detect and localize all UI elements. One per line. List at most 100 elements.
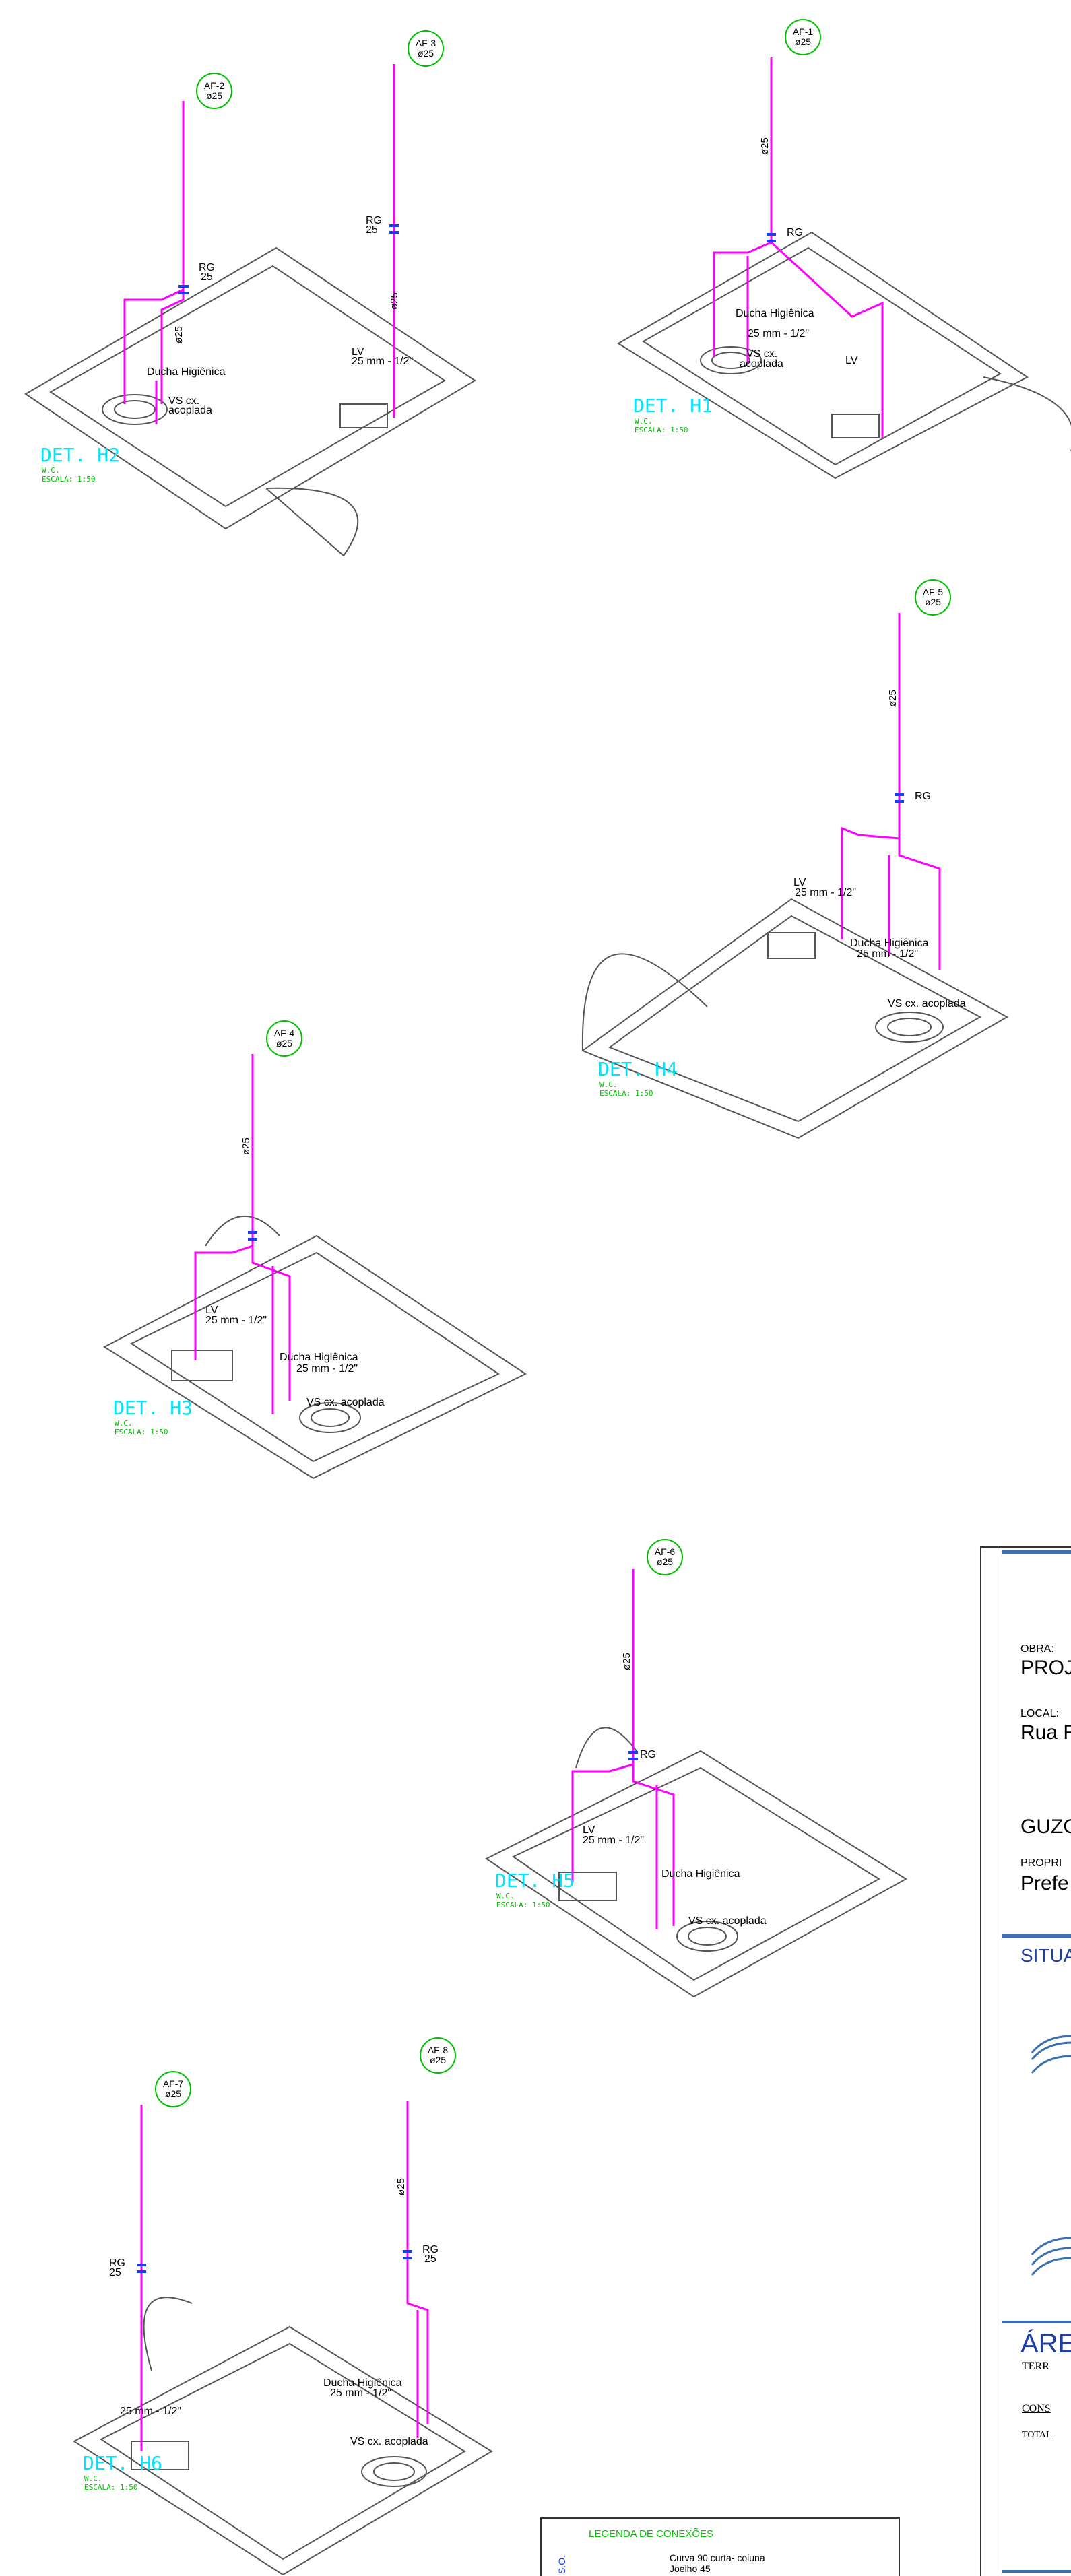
lv-label-h2: LV [352, 346, 364, 358]
detail-h3 [102, 1215, 527, 1480]
det-title-h3: DET. H3 [113, 1397, 193, 1419]
pipes-h3 [194, 1054, 291, 1414]
legend-title: LEGENDA DE CONEXÕES [589, 2528, 714, 2540]
tag-af3-dia: ø25 [418, 48, 434, 59]
detail-h5 [485, 1727, 907, 1998]
rg-label-h1: RG [787, 227, 803, 238]
det-scale-h1: ESCALA: 1:50 [635, 426, 688, 434]
valves-h6 [137, 2250, 412, 2273]
pipes-h2 [123, 64, 395, 424]
area-total: TOTAL [1022, 2430, 1052, 2440]
local-label: LOCAL: [1020, 1708, 1059, 1719]
valves-h3 [248, 1231, 257, 1241]
rg-label-h5: RG [640, 1749, 656, 1760]
ducha-label-h5: Ducha Higiênica [661, 1868, 740, 1880]
lv-label-h5: LV [583, 1824, 595, 1836]
tag-af7-name: AF-7 [163, 2078, 184, 2089]
tag-af3-name: AF-3 [416, 38, 436, 48]
legend-item-2: Joelho 45 [670, 2563, 711, 2574]
rg-dia-h2b: 25 [366, 224, 378, 236]
title-block: OBRA: PROJ LOCAL: Rua R GUZO PROPRI Pref… [980, 1546, 1071, 2576]
ducha-label-h2: Ducha Higiênica [147, 366, 226, 378]
dia-label-1: ø25 [389, 292, 400, 310]
ducha-size-h6: 25 mm - 1/2" [330, 2387, 391, 2399]
rg-label-h4: RG [915, 791, 931, 802]
detail-h1 [617, 231, 1071, 480]
prop-label: PROPRI [1020, 1857, 1062, 1869]
vs2-label-h2: acoplada [168, 405, 212, 416]
dia-label-3: ø25 [759, 137, 771, 155]
rg-dia-h6b: 25 [424, 2253, 436, 2265]
det-title-h6: DET. H6 [83, 2452, 162, 2474]
det-title-h4: DET. H4 [598, 1058, 678, 1080]
tag-af2-name: AF-2 [204, 80, 225, 91]
lv-size-h2: 25 mm - 1/2" [352, 356, 413, 367]
det-scale-h5: ESCALA: 1:50 [496, 1901, 550, 1909]
det-scale-h2: ESCALA: 1:50 [42, 475, 95, 484]
rg-label-h2: RG [199, 262, 215, 273]
valves-h2 [178, 224, 399, 294]
title-block-inner [1002, 1548, 1071, 2576]
ducha-size-h1: 25 mm - 1/2" [748, 328, 809, 339]
tag-af1-dia: ø25 [795, 36, 811, 47]
ducha-size-h4: 25 mm - 1/2" [857, 948, 918, 960]
area-cons: CONS [1022, 2403, 1051, 2414]
det-title-h1: DET. H1 [633, 395, 713, 417]
pipes-h6 [140, 2101, 429, 2451]
ducha-size-h3: 25 mm - 1/2" [296, 1363, 358, 1375]
area-title: ÁRE [1020, 2329, 1071, 2358]
tag-af1-name: AF-1 [793, 26, 814, 37]
tag-af8-dia: ø25 [430, 2055, 446, 2066]
det-scale-h3: ESCALA: 1:50 [115, 1428, 168, 1436]
prop-value: Prefe [1020, 1872, 1069, 1894]
tag-af6-dia: ø25 [657, 1556, 673, 1567]
valves-h1 [767, 233, 776, 242]
dia-label-5: ø25 [240, 1137, 252, 1155]
det-sub-h6: W.C. [84, 2474, 102, 2483]
local-value: Rua R [1020, 1721, 1071, 1744]
situacao-curve-bottom [1031, 2237, 1071, 2276]
lv-size-h4: 25 mm - 1/2" [795, 887, 856, 898]
pipes-h5 [571, 1569, 675, 1929]
rg-label-h6: RG [109, 2257, 125, 2269]
tag-af2-dia: ø25 [206, 90, 222, 101]
title-block-bar-area [1002, 2321, 1071, 2323]
vs2-label-h1: acoplada [740, 358, 783, 370]
ducha-label-h1: Ducha Higiênica [736, 308, 814, 319]
det-title-h2: DET. H2 [40, 444, 120, 466]
situacao-curve-top [1031, 2035, 1071, 2074]
legend-item-1: Curva 90 curta- coluna [670, 2552, 765, 2563]
rg-label-h6b: RG [422, 2244, 439, 2255]
pipes-h4 [841, 613, 941, 970]
ducha-label-h4: Ducha Higiênica [850, 937, 929, 949]
det-sub-h4: W.C. [599, 1080, 618, 1089]
detail-h6 [73, 2297, 493, 2575]
valves-h5 [628, 1751, 638, 1760]
dia-label-7: ø25 [395, 2178, 407, 2195]
lv-size-h3: 25 mm - 1/2" [205, 1315, 267, 1326]
title-block-bar-bottom [1002, 2570, 1071, 2573]
situacao-title: SITUA [1020, 1945, 1071, 1966]
rg-dia-h6: 25 [109, 2267, 121, 2278]
tag-af4-dia: ø25 [276, 1038, 292, 1049]
tag-af7-dia: ø25 [165, 2088, 181, 2099]
vs-label-h4: VS cx. acoplada [888, 998, 966, 1010]
title-block-bar-mid [1002, 1934, 1071, 1938]
detail-h4 [581, 898, 1009, 1140]
vs-label-h1: VS cx. [746, 348, 777, 360]
ducha-label-h3: Ducha Higiênica [280, 1352, 358, 1363]
lv-size-h6: 25 mm - 1/2" [120, 2406, 181, 2417]
dia-label-2: ø25 [173, 326, 185, 343]
lv-label-h3: LV [205, 1304, 218, 1316]
title-block-bar-top [1002, 1550, 1071, 1554]
det-scale-h6: ESCALA: 1:50 [84, 2483, 137, 2492]
tag-af5-dia: ø25 [925, 597, 941, 607]
legend-box: LEGENDA DE CONEXÕES Curva 90 curta- colu… [540, 2517, 900, 2576]
valves-h4 [895, 793, 904, 803]
lv-label-h1: LV [845, 355, 858, 366]
city-value: GUZO [1020, 1816, 1071, 1838]
det-sub-h2: W.C. [42, 466, 60, 475]
tag-af8-name: AF-8 [428, 2045, 449, 2055]
ducha-label-h6: Ducha Higiênica [323, 2377, 402, 2389]
